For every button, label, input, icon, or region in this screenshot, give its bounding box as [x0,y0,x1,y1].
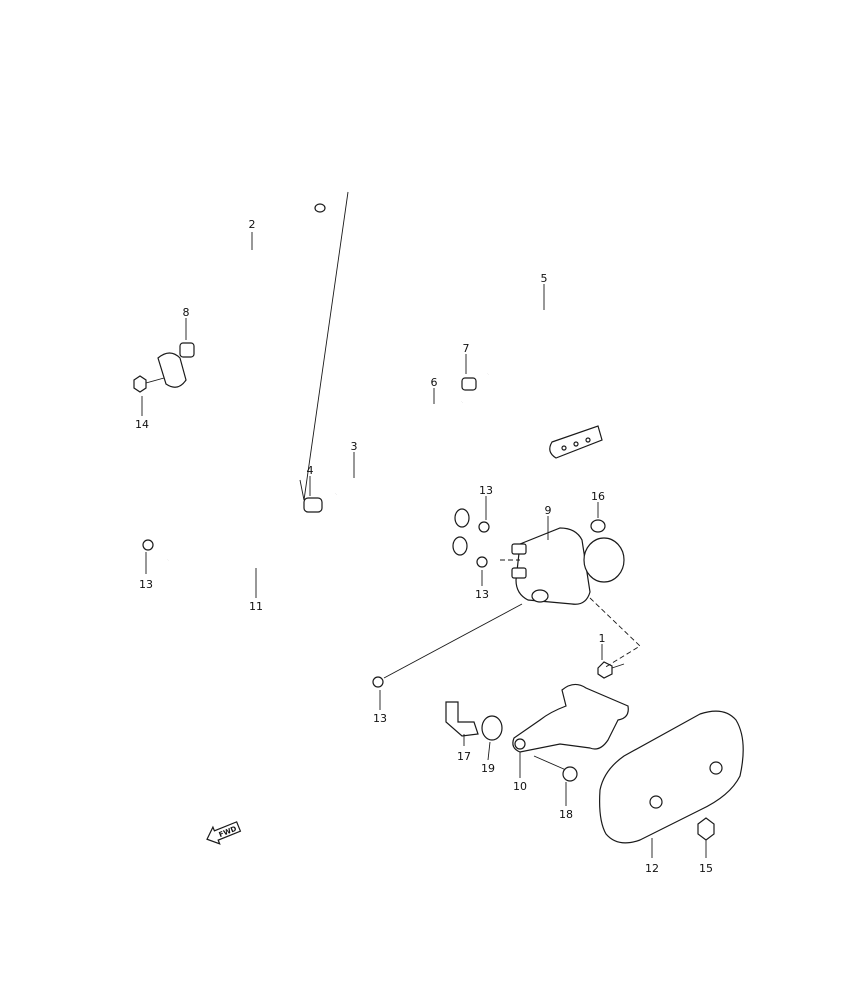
callout-18: 18 [559,808,573,821]
clip-13d [372,676,384,688]
hose-5 [485,308,606,459]
callout-9: 9 [545,504,552,517]
bolt-17 [445,701,479,737]
clamp-4 [303,497,323,513]
clamp-8 [179,342,195,358]
callout-4: 4 [307,464,314,477]
clip-13b [478,521,490,533]
valve-9 [511,527,625,605]
callout-13d: 13 [373,712,387,725]
callout-19: 19 [481,762,495,775]
callout-7: 7 [463,342,470,355]
clip-7 [461,377,477,391]
callout-10: 10 [513,780,527,793]
callout-5: 5 [541,272,548,285]
leader-lines [141,232,707,858]
callout-3: 3 [351,440,358,453]
reference-line-2 [299,191,349,501]
bracket-10 [512,683,629,753]
washer-16 [590,519,606,533]
callout-13c: 13 [475,588,489,601]
callout-16: 16 [591,490,605,503]
hose-11 [165,501,361,699]
hose-2 [157,203,326,401]
callout-14: 14 [135,418,149,431]
hose-6 [412,397,470,528]
callout-17: 17 [457,750,471,763]
callout-12: 12 [645,862,659,875]
callout-13a: 13 [139,578,153,591]
hose-3 [332,472,468,556]
bolt-14 [133,375,165,393]
cover-12 [599,710,744,844]
screw-1 [597,661,625,679]
callout-11: 11 [249,600,263,613]
bolt-18 [533,755,578,782]
callout-13b: 13 [479,484,493,497]
callout-1: 1 [599,632,606,645]
nut-15 [697,817,715,841]
assembly-line-c [383,603,523,679]
assembly-line-b [589,597,641,669]
clip-13c [476,556,488,568]
callout-2: 2 [249,218,256,231]
washer-19 [481,715,503,741]
callout-15: 15 [699,862,713,875]
fwd-arrow-icon: FWD [206,821,242,845]
callout-6: 6 [431,376,438,389]
callout-8: 8 [183,306,190,319]
fwd-label: FWD [218,825,238,839]
clip-13a [142,539,154,551]
